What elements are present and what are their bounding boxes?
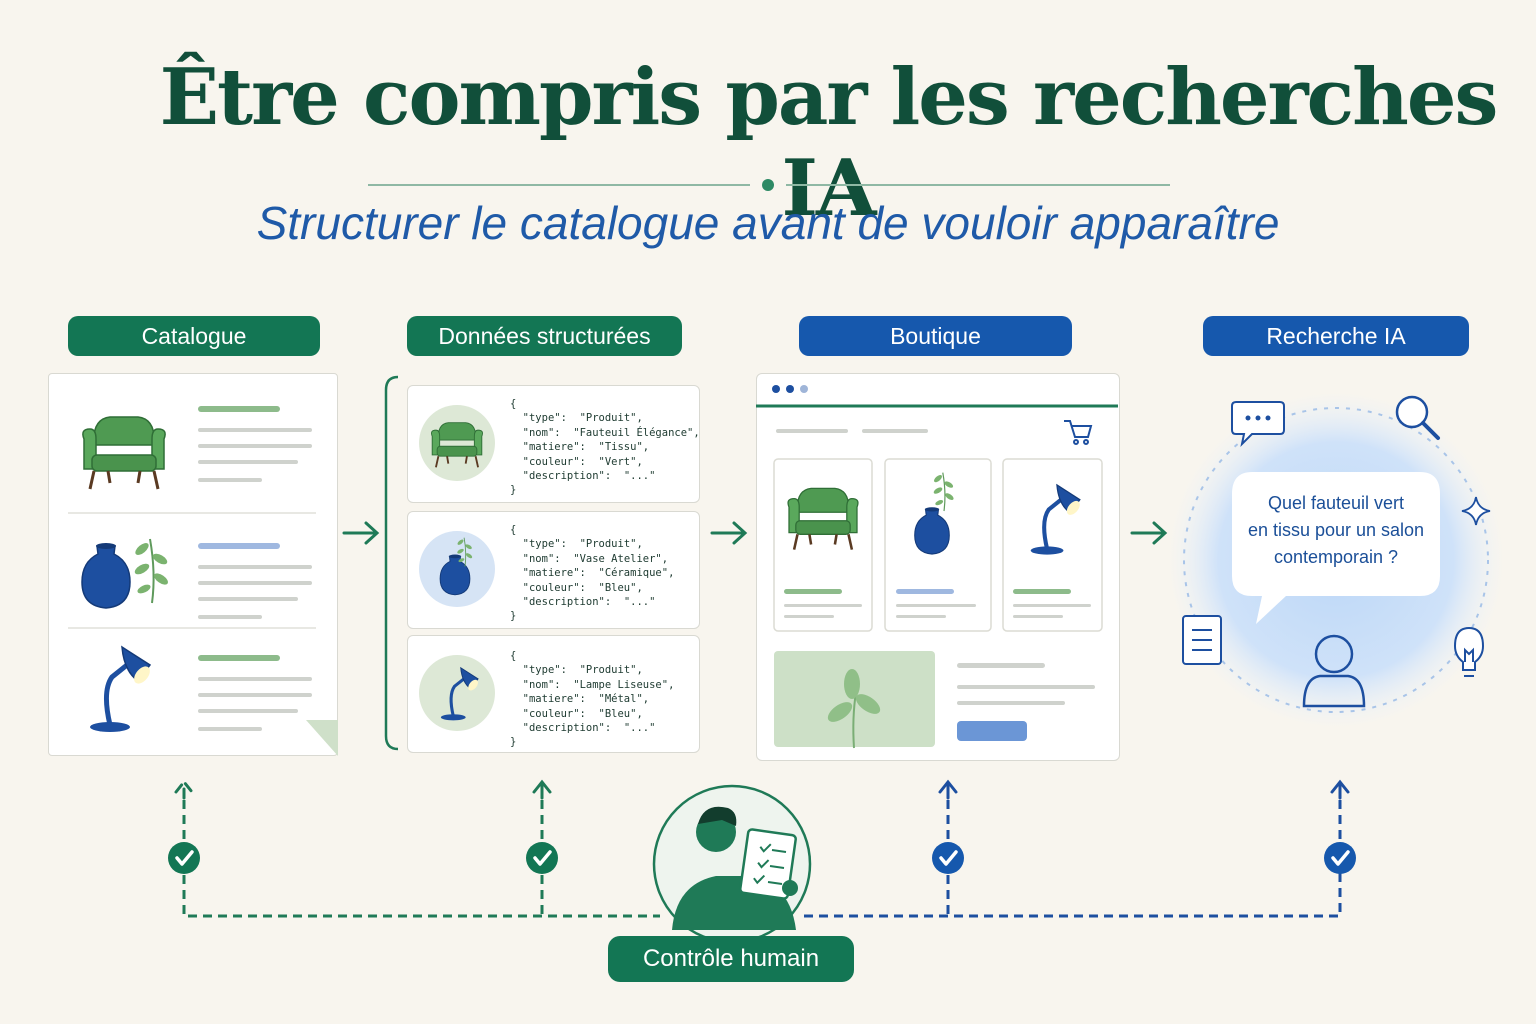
- stage-pill-structured-data: Données structurées: [407, 316, 682, 356]
- json-value-couleur: Bleu: [604, 581, 631, 594]
- human-control-label: Contrôle humain: [608, 936, 854, 982]
- json-value-type: Produit: [585, 664, 631, 677]
- text-lines: [198, 406, 312, 482]
- stage-pill-ai-search: Recherche IA: [1203, 316, 1469, 356]
- title-divider: [368, 179, 1170, 191]
- structured-data-bracket: [384, 375, 399, 751]
- json-block: { "type": "Produit", "nom": "Fauteuil Él…: [510, 398, 700, 497]
- reviewer-person-icon: [672, 806, 798, 930]
- lightbulb-icon: [1453, 626, 1485, 677]
- ai-query-text: Quel fauteuil vert en tissu pour un salo…: [1247, 493, 1425, 567]
- stage-pill-shop: Boutique: [799, 316, 1072, 356]
- check-icon: [166, 840, 202, 876]
- lamp-icon: [90, 647, 153, 732]
- check-icon: [524, 840, 560, 876]
- json-value-type: Produit: [585, 412, 631, 425]
- plant-sprig-icon: [132, 538, 171, 604]
- sparkle-icon: [1461, 496, 1491, 526]
- json-value-nom: Fauteuil Élégance: [579, 426, 688, 439]
- stage-pill-catalogue: Catalogue: [68, 316, 320, 356]
- window-dot: [800, 385, 808, 393]
- json-block: { "type": "Produit", "nom": "Vase Atelie…: [510, 524, 675, 623]
- json-value-matiere: Métal: [604, 693, 637, 706]
- text-lines: [198, 543, 312, 619]
- flow-arrow-2: [710, 521, 748, 545]
- user-icon: [1302, 634, 1366, 708]
- chat-dots-icon: [1231, 401, 1285, 448]
- json-value-description: ...: [630, 596, 650, 609]
- ai-search-scene: [1168, 392, 1504, 728]
- json-value-matiere: Céramique: [604, 567, 662, 580]
- window-dot: [772, 385, 780, 393]
- shop-browser-content: [756, 385, 1118, 749]
- vase-icon: [81, 542, 131, 609]
- json-value-description: ...: [630, 470, 650, 483]
- document-icon: [1182, 615, 1222, 665]
- magnifier-icon: [1395, 395, 1440, 440]
- flow-arrow-3: [1130, 521, 1168, 545]
- cart-icon: [1064, 420, 1093, 445]
- flow-arrow-1: [342, 521, 380, 545]
- json-value-matiere: Tissu: [604, 441, 637, 454]
- json-value-couleur: Bleu: [604, 707, 631, 720]
- json-value-description: ...: [630, 722, 650, 735]
- json-value-couleur: Vert: [604, 455, 631, 468]
- human-control-flow: [166, 779, 1358, 944]
- json-value-type: Produit: [585, 538, 631, 551]
- json-block: { "type": "Produit", "nom": "Lampe Liseu…: [510, 650, 675, 749]
- page-title: Être compris par les recherches IA: [159, 52, 1499, 234]
- query-bubble: [1232, 472, 1440, 624]
- json-value-nom: Lampe Liseuse: [579, 678, 662, 691]
- json-card-thumbnails: [419, 405, 495, 731]
- leaf-icon: [827, 669, 881, 749]
- check-icon: [930, 840, 966, 876]
- armchair-icon: [81, 415, 167, 491]
- text-lines: [198, 655, 312, 731]
- check-icon: [1322, 840, 1358, 876]
- banner-button: [957, 721, 1027, 741]
- page-subtitle: Structurer le catalogue avant de vouloir…: [256, 197, 1280, 249]
- window-dot: [786, 385, 794, 393]
- catalogue-document-content: [68, 406, 338, 756]
- json-value-nom: Vase Atelier: [579, 552, 656, 565]
